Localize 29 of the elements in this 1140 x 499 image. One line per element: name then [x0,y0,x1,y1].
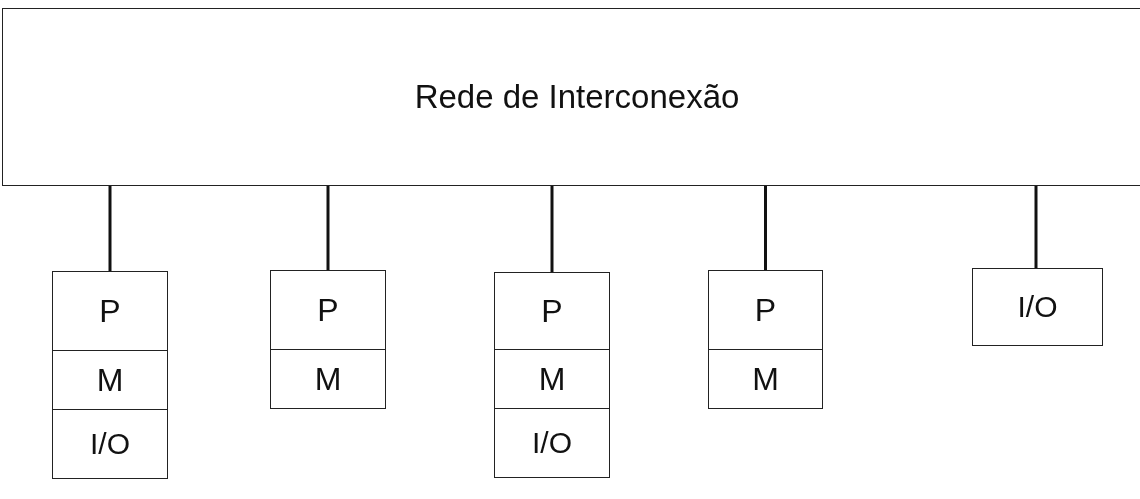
module-box [494,349,610,409]
module-box [52,350,168,410]
module-label: P [99,292,121,330]
module-label: I/O [1017,290,1058,324]
connector-line [326,186,330,270]
module-box [52,271,168,351]
module-label: M [752,360,779,398]
module-box [494,272,610,350]
module-label: M [314,360,342,398]
module-label: M [96,361,124,399]
connector-line [764,186,767,270]
connector-line [1034,186,1038,268]
module-label: P [317,291,339,329]
connector-line [108,186,112,271]
network-box [2,8,1140,186]
module-box [270,270,386,350]
module-box [708,349,823,409]
module-box [494,408,610,478]
module-label: I/O [532,426,572,460]
connector-line [550,186,554,272]
module-label: I/O [90,427,130,461]
network-label: Rede de Interconexão [414,78,740,116]
module-box [708,270,823,350]
module-label: P [541,292,563,330]
module-label: P [754,291,777,329]
module-label: M [538,360,566,398]
module-box [270,349,386,409]
module-box [52,409,168,479]
module-box [972,268,1103,346]
